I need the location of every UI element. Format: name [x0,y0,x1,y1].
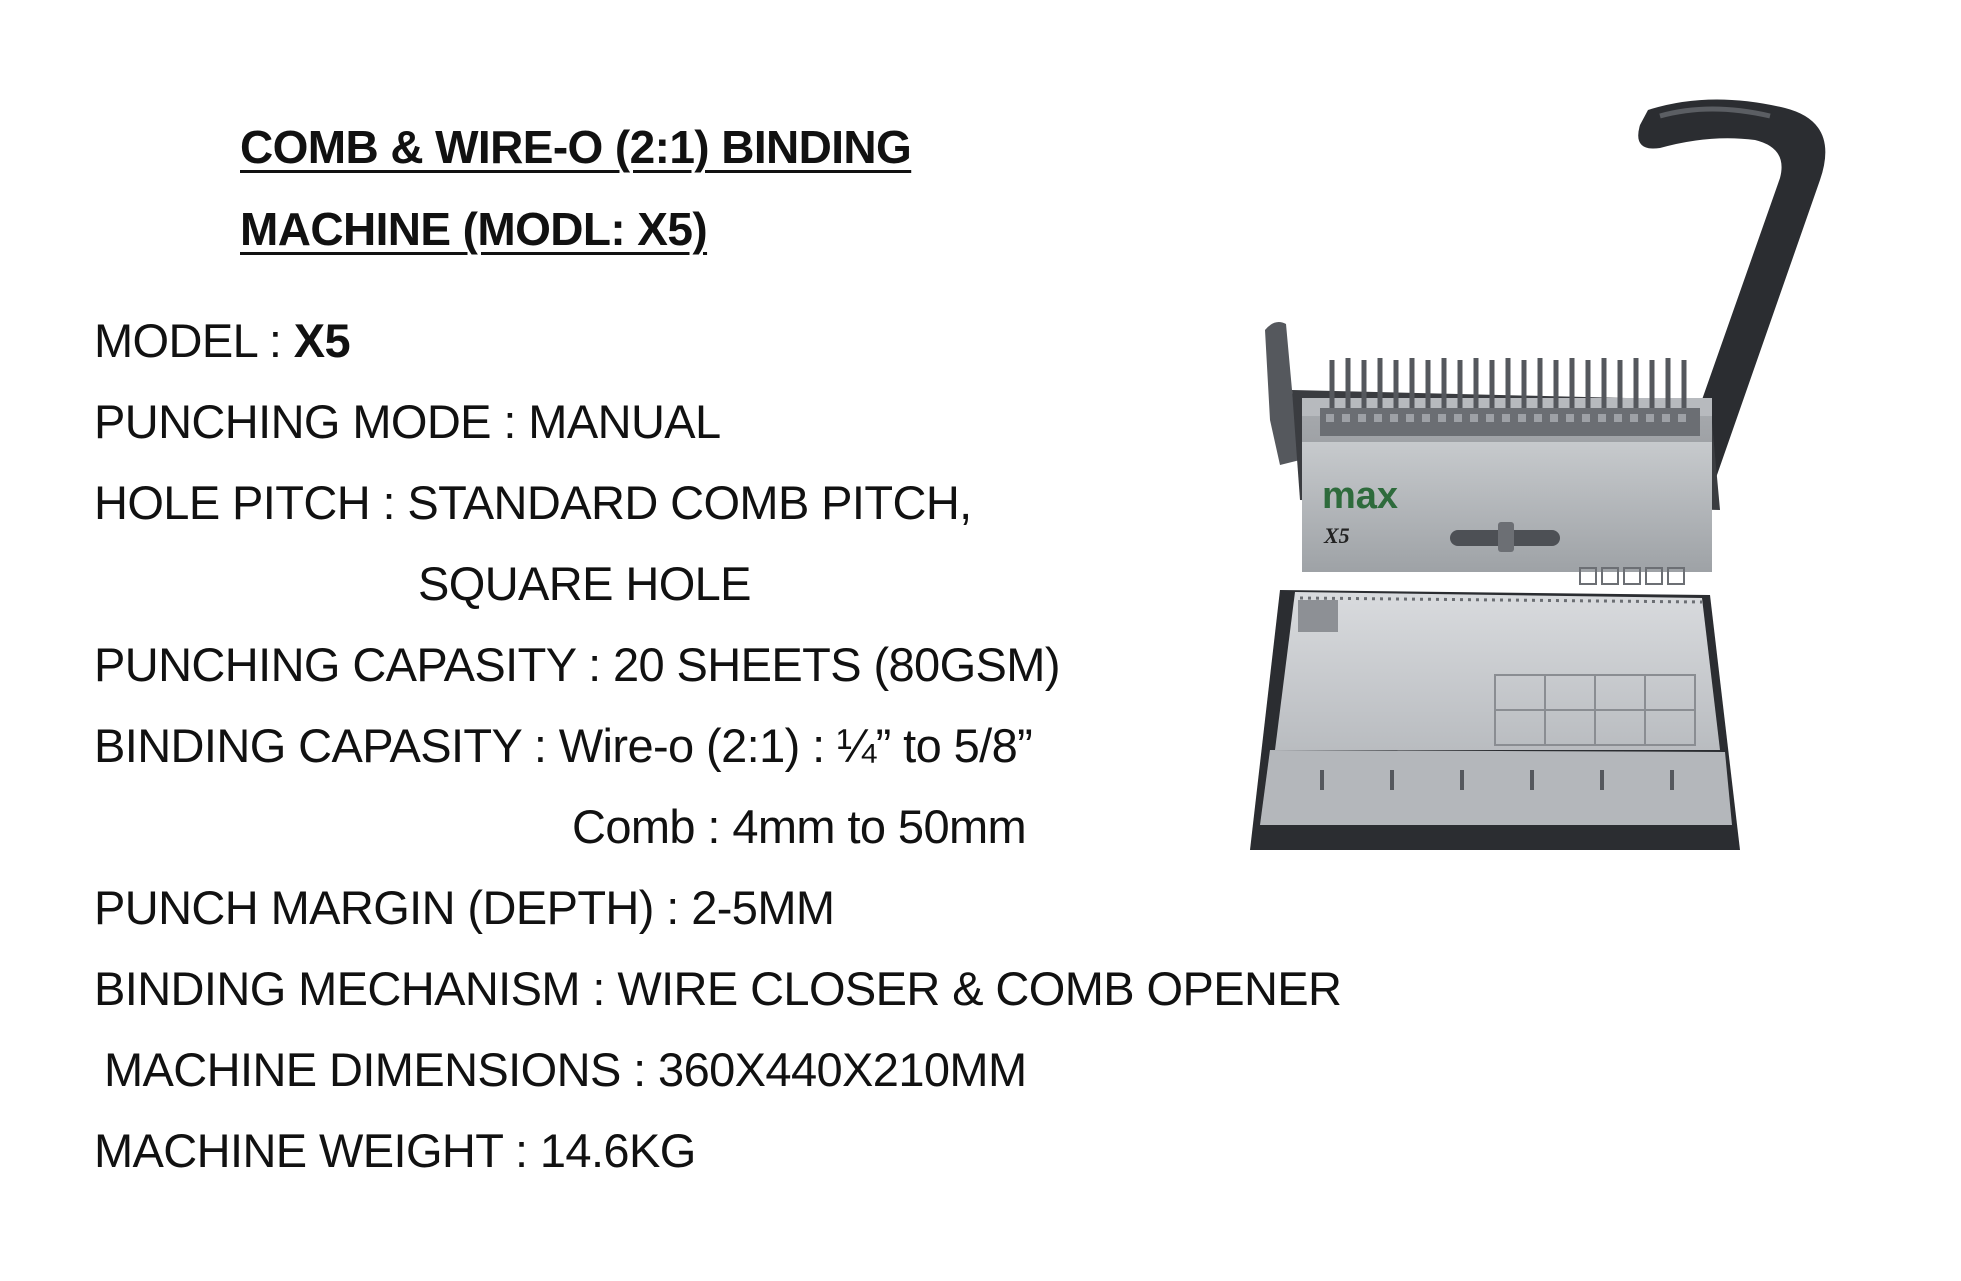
spec-binding-capacity: BINDING CAPASITY : Wire-o (2:1) : ¼” to … [94,719,1033,772]
page-title: COMB & WIRE-O (2:1) BINDING MACHINE (MOD… [240,106,912,270]
spec-binding-mechanism: BINDING MECHANISM : WIRE CLOSER & COMB O… [94,962,1342,1015]
binding-machine-image: max X5 [1250,99,1826,850]
side-lever [1265,322,1300,465]
spec-list: MODEL : X5 PUNCHING MODE : MANUAL HOLE P… [94,300,1454,1191]
spec-model-value: X5 [293,314,351,367]
spec-binding-capacity-cont: Comb : 4mm to 50mm [572,800,1027,853]
comb-teeth [1329,358,1687,410]
model-mark: X5 [1323,523,1350,548]
title-line-2: MACHINE (MODL: X5) [240,203,708,255]
brand-logo: max [1322,475,1398,517]
handle-lever [1638,99,1826,495]
title-line-1: COMB & WIRE-O (2:1) BINDING [240,121,912,173]
spec-hole-pitch: HOLE PITCH : STANDARD COMB PITCH, [94,476,972,529]
spec-machine-weight: MACHINE WEIGHT : 14.6KG [94,1124,696,1177]
spec-punching-capacity: PUNCHING CAPASITY : 20 SHEETS (80GSM) [94,638,1061,691]
spec-hole-pitch-cont: SQUARE HOLE [418,557,752,610]
spec-machine-dimensions: MACHINE DIMENSIONS : 360X440X210MM [104,1043,1027,1096]
spec-model-label: MODEL : [94,314,294,367]
spec-punch-margin: PUNCH MARGIN (DEPTH) : 2-5MM [94,881,835,934]
spec-punching-mode: PUNCHING MODE : MANUAL [94,395,721,448]
spec-model: MODEL : X5 [94,300,1454,381]
